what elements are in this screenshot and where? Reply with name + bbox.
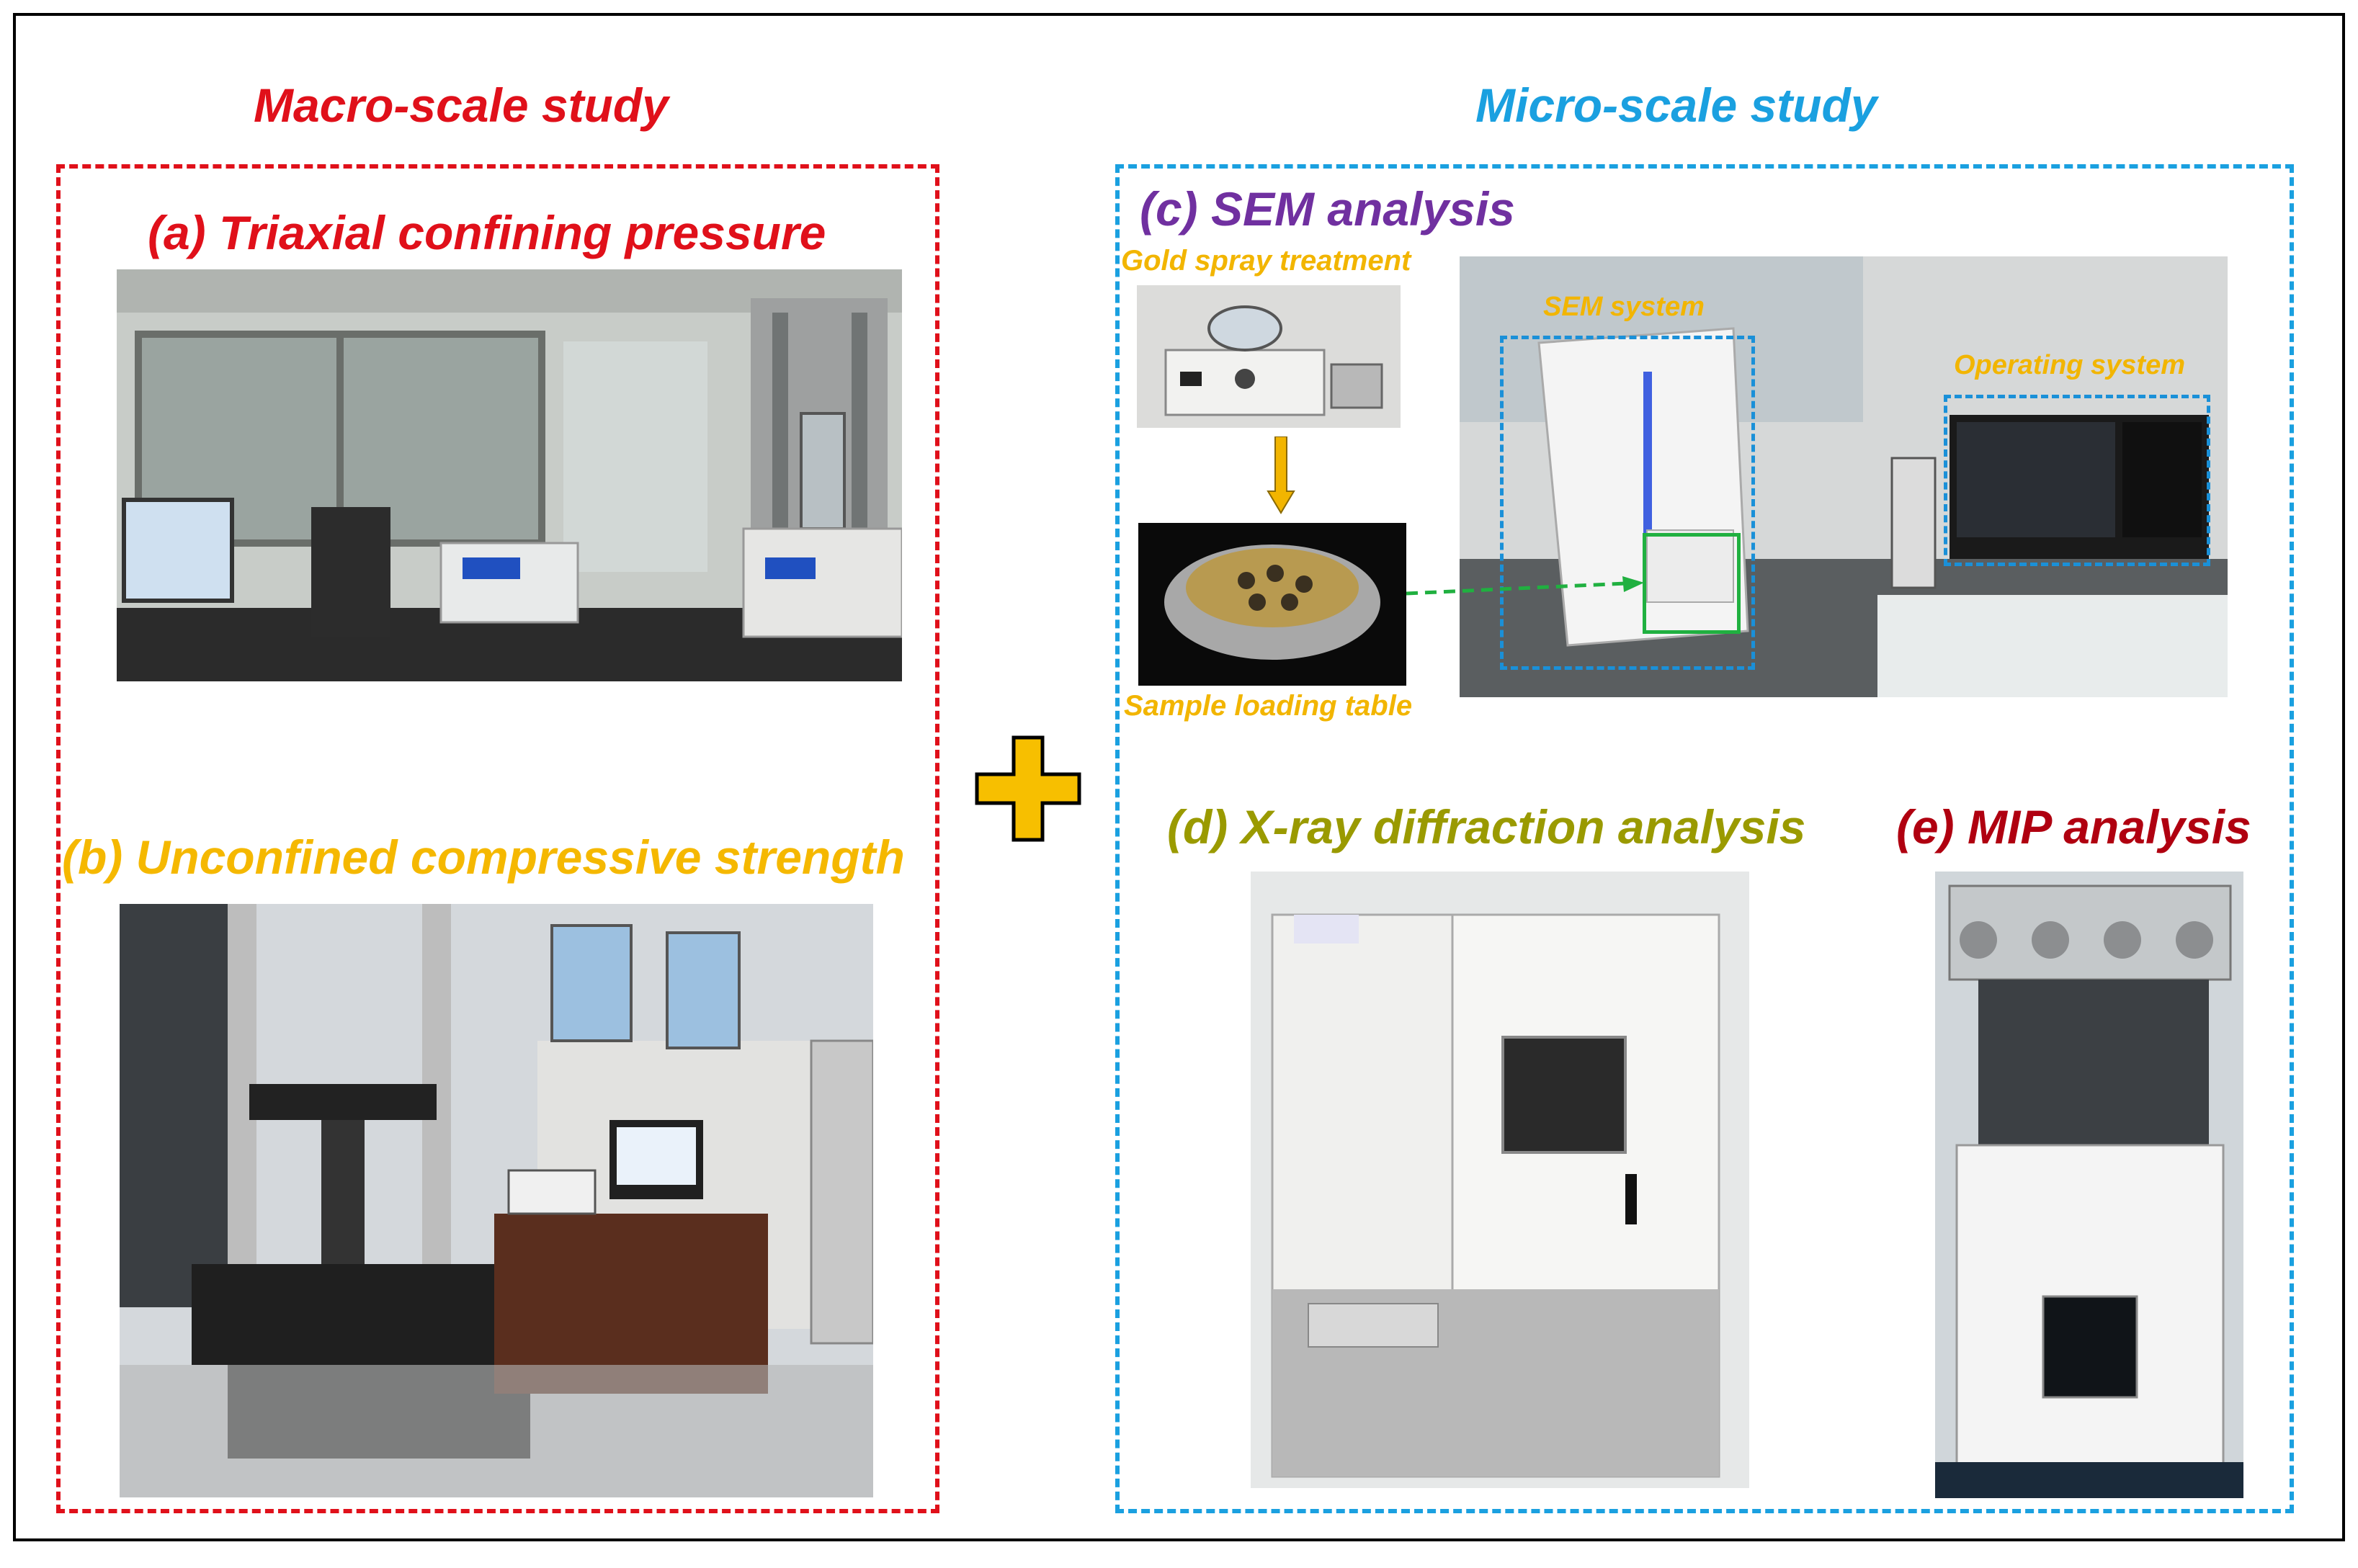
operating-system-label: Operating system (1954, 350, 2185, 380)
sample-loading-table-photo (1138, 523, 1406, 686)
operating-system-highlight (1944, 395, 2210, 566)
mip-photo (1935, 872, 2243, 1498)
sem-system-label: SEM system (1543, 292, 1705, 322)
xrd-photo (1251, 872, 1749, 1488)
figure-frame (13, 13, 2345, 1541)
sample-table-label: Sample loading table (1124, 690, 1413, 722)
panel-c-title: (c) SEM analysis (1140, 182, 1515, 236)
panel-a-title: (a) Triaxial confining pressure (148, 206, 826, 259)
arrow-down-icon (1267, 436, 1295, 514)
panel-b-title: (b) Unconfined compressive strength (62, 830, 905, 884)
dashed-arrow-right-icon (1406, 576, 1644, 598)
triaxial-test-photo (117, 269, 902, 681)
panel-e-title: (e) MIP analysis (1896, 800, 2251, 854)
micro-heading: Micro-scale study (1475, 79, 1877, 132)
gold-spray-photo (1137, 285, 1401, 428)
macro-heading: Macro-scale study (254, 79, 669, 132)
ucs-test-photo (120, 904, 873, 1497)
sem-system-highlight (1500, 336, 1755, 670)
panel-d-title: (d) X-ray diffraction analysis (1167, 800, 1806, 854)
macro-box (56, 164, 939, 1513)
micro-box (1115, 164, 2294, 1513)
sample-chamber-highlight (1643, 533, 1741, 634)
plus-icon (974, 735, 1082, 843)
sem-photo (1460, 256, 2228, 697)
gold-spray-label: Gold spray treatment (1121, 245, 1411, 277)
